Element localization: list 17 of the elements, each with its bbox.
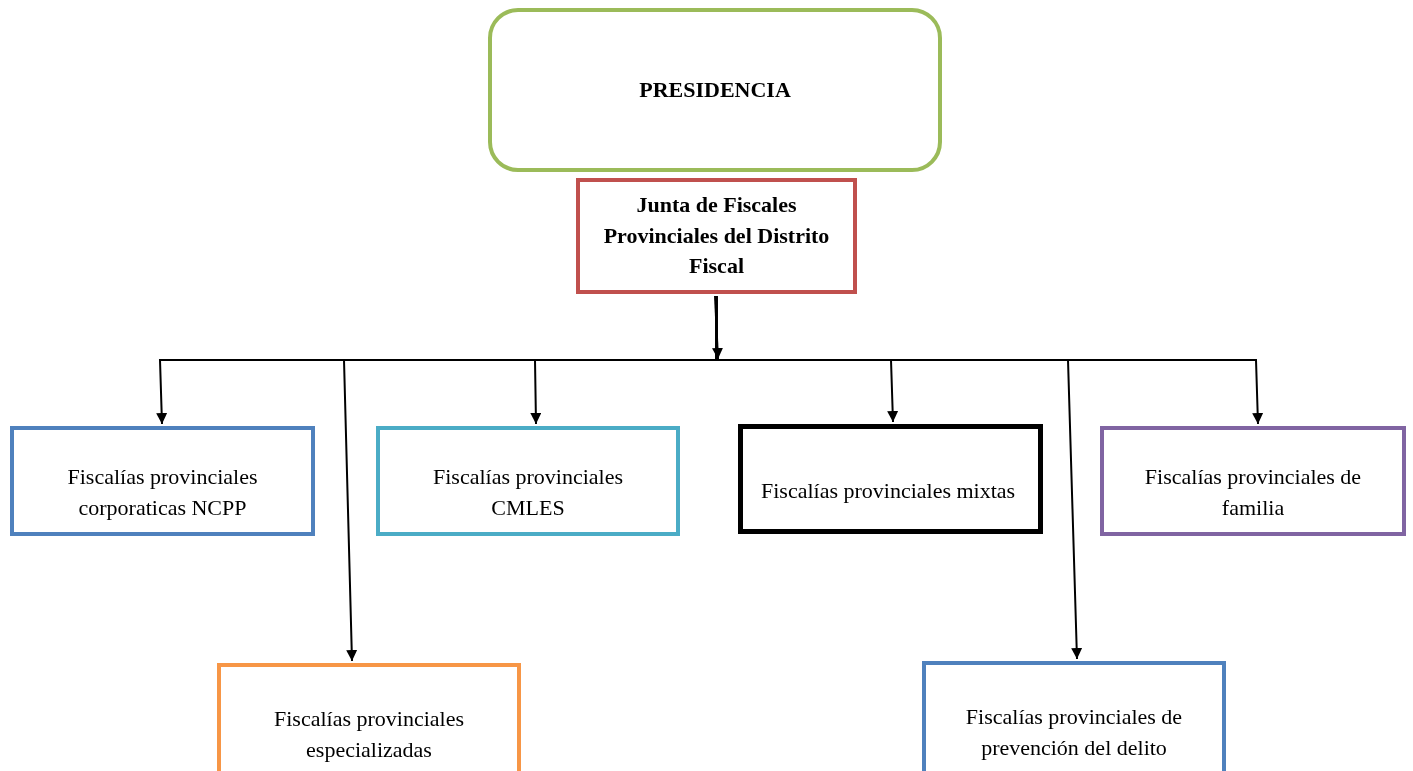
org-box	[576, 178, 857, 294]
org-box	[1100, 426, 1406, 536]
box-label: Fiscalías provinciales especializadas	[273, 705, 465, 764]
title-box	[488, 8, 942, 172]
arrow	[712, 295, 723, 360]
box-label: Fiscalías provinciales mixtas	[760, 476, 1017, 505]
box-label: Fiscalías provinciales de familia	[1143, 463, 1363, 522]
box-label: Fiscalías provinciales de prevención del delito	[964, 703, 1184, 762]
org-box	[922, 661, 1226, 771]
box-label: Fiscalías provinciales corporaticas NCPP	[66, 463, 259, 522]
org-box	[376, 426, 680, 536]
org-box	[738, 424, 1043, 534]
org-box	[217, 663, 521, 771]
heading: PRESIDENCIA	[638, 75, 792, 104]
heading: Junta de Fiscales Provinciales del Distrito Fiscal	[602, 190, 831, 281]
org-box	[10, 426, 315, 536]
box-label: Fiscalías provinciales CMLES	[432, 463, 624, 522]
